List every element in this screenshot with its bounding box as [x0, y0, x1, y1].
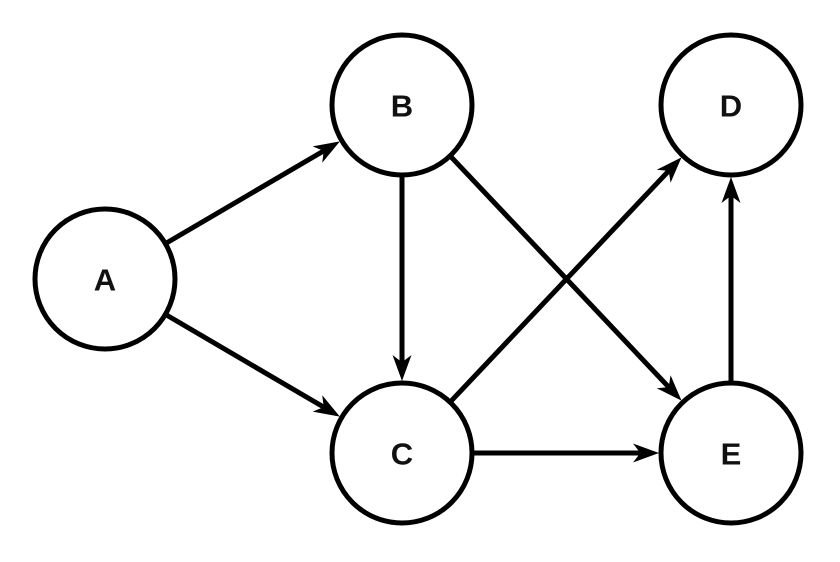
node-label: C [391, 437, 413, 472]
edge-e-to-d [721, 177, 741, 381]
node-circle[interactable] [658, 32, 804, 178]
node-d[interactable]: D [658, 32, 804, 178]
edge-c-to-d [449, 157, 682, 403]
node-label: D [720, 89, 742, 124]
node-a[interactable]: A [32, 206, 178, 352]
edge-a-to-c [165, 313, 340, 417]
edge-b-to-c [392, 177, 412, 381]
edge-line [449, 155, 671, 389]
edge-line [165, 148, 325, 245]
node-e[interactable]: E [658, 380, 804, 526]
node-label: E [721, 437, 742, 472]
edge-a-to-b [165, 141, 340, 245]
edge-arrowhead [656, 157, 682, 183]
edge-arrowhead [312, 141, 340, 163]
edge-arrowhead [633, 443, 659, 463]
edge-arrowhead [721, 177, 741, 203]
node-circle[interactable] [32, 206, 178, 352]
nodes-layer: A B C D E [32, 32, 804, 526]
node-circle[interactable] [658, 380, 804, 526]
node-label: B [391, 89, 413, 124]
node-label: A [94, 263, 116, 298]
edges-layer [165, 141, 741, 463]
edge-line [165, 313, 325, 410]
node-circle[interactable] [329, 380, 475, 526]
edge-arrowhead [392, 355, 412, 381]
edge-arrowhead [312, 395, 340, 417]
edge-c-to-e [474, 443, 659, 463]
edge-line [449, 169, 671, 403]
node-b[interactable]: B [329, 32, 475, 178]
node-c[interactable]: C [329, 380, 475, 526]
node-circle[interactable] [329, 32, 475, 178]
edge-b-to-e [449, 155, 682, 401]
edge-arrowhead [656, 375, 682, 401]
